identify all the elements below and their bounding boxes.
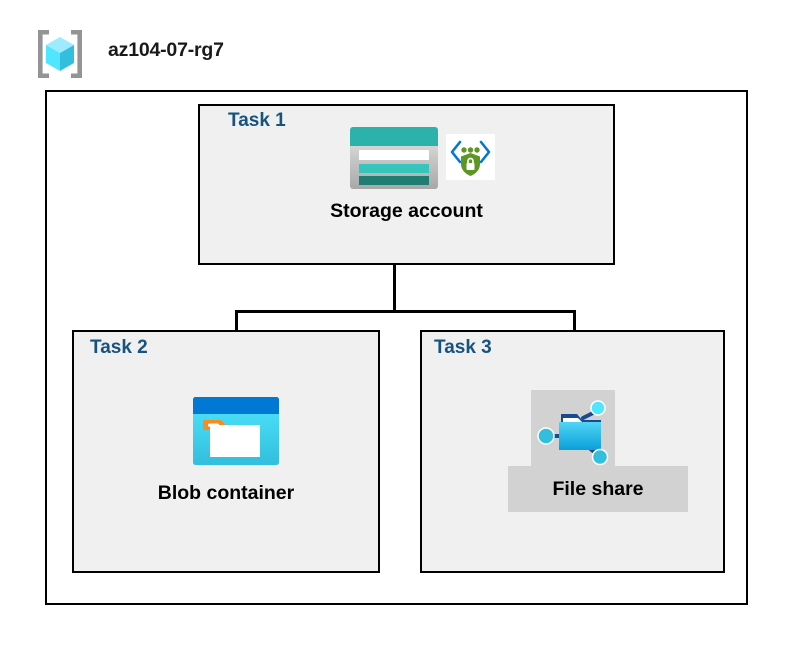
storage-account-label: Storage account — [330, 200, 483, 222]
secure-endpoint-icon — [446, 134, 495, 180]
connector-trunk-vertical — [393, 225, 396, 313]
storage-account-icon — [349, 126, 439, 190]
file-share-label: File share — [508, 466, 688, 512]
task-3-box[interactable] — [420, 330, 725, 573]
azure-resource-group-icon — [33, 28, 87, 80]
blob-container-icon — [192, 396, 280, 466]
connector-horizontal-bar — [235, 310, 576, 313]
task-2-label: Task 2 — [90, 337, 148, 358]
task-1-label: Task 1 — [228, 110, 286, 131]
resource-group-name: az104-07-rg7 — [108, 39, 224, 61]
resource-group-header: az104-07-rg7 — [30, 26, 430, 82]
blob-container-label: Blob container — [157, 482, 295, 504]
file-share-icon — [537, 392, 613, 466]
task-3-label: Task 3 — [434, 337, 492, 358]
resource-group-boundary — [45, 90, 748, 605]
